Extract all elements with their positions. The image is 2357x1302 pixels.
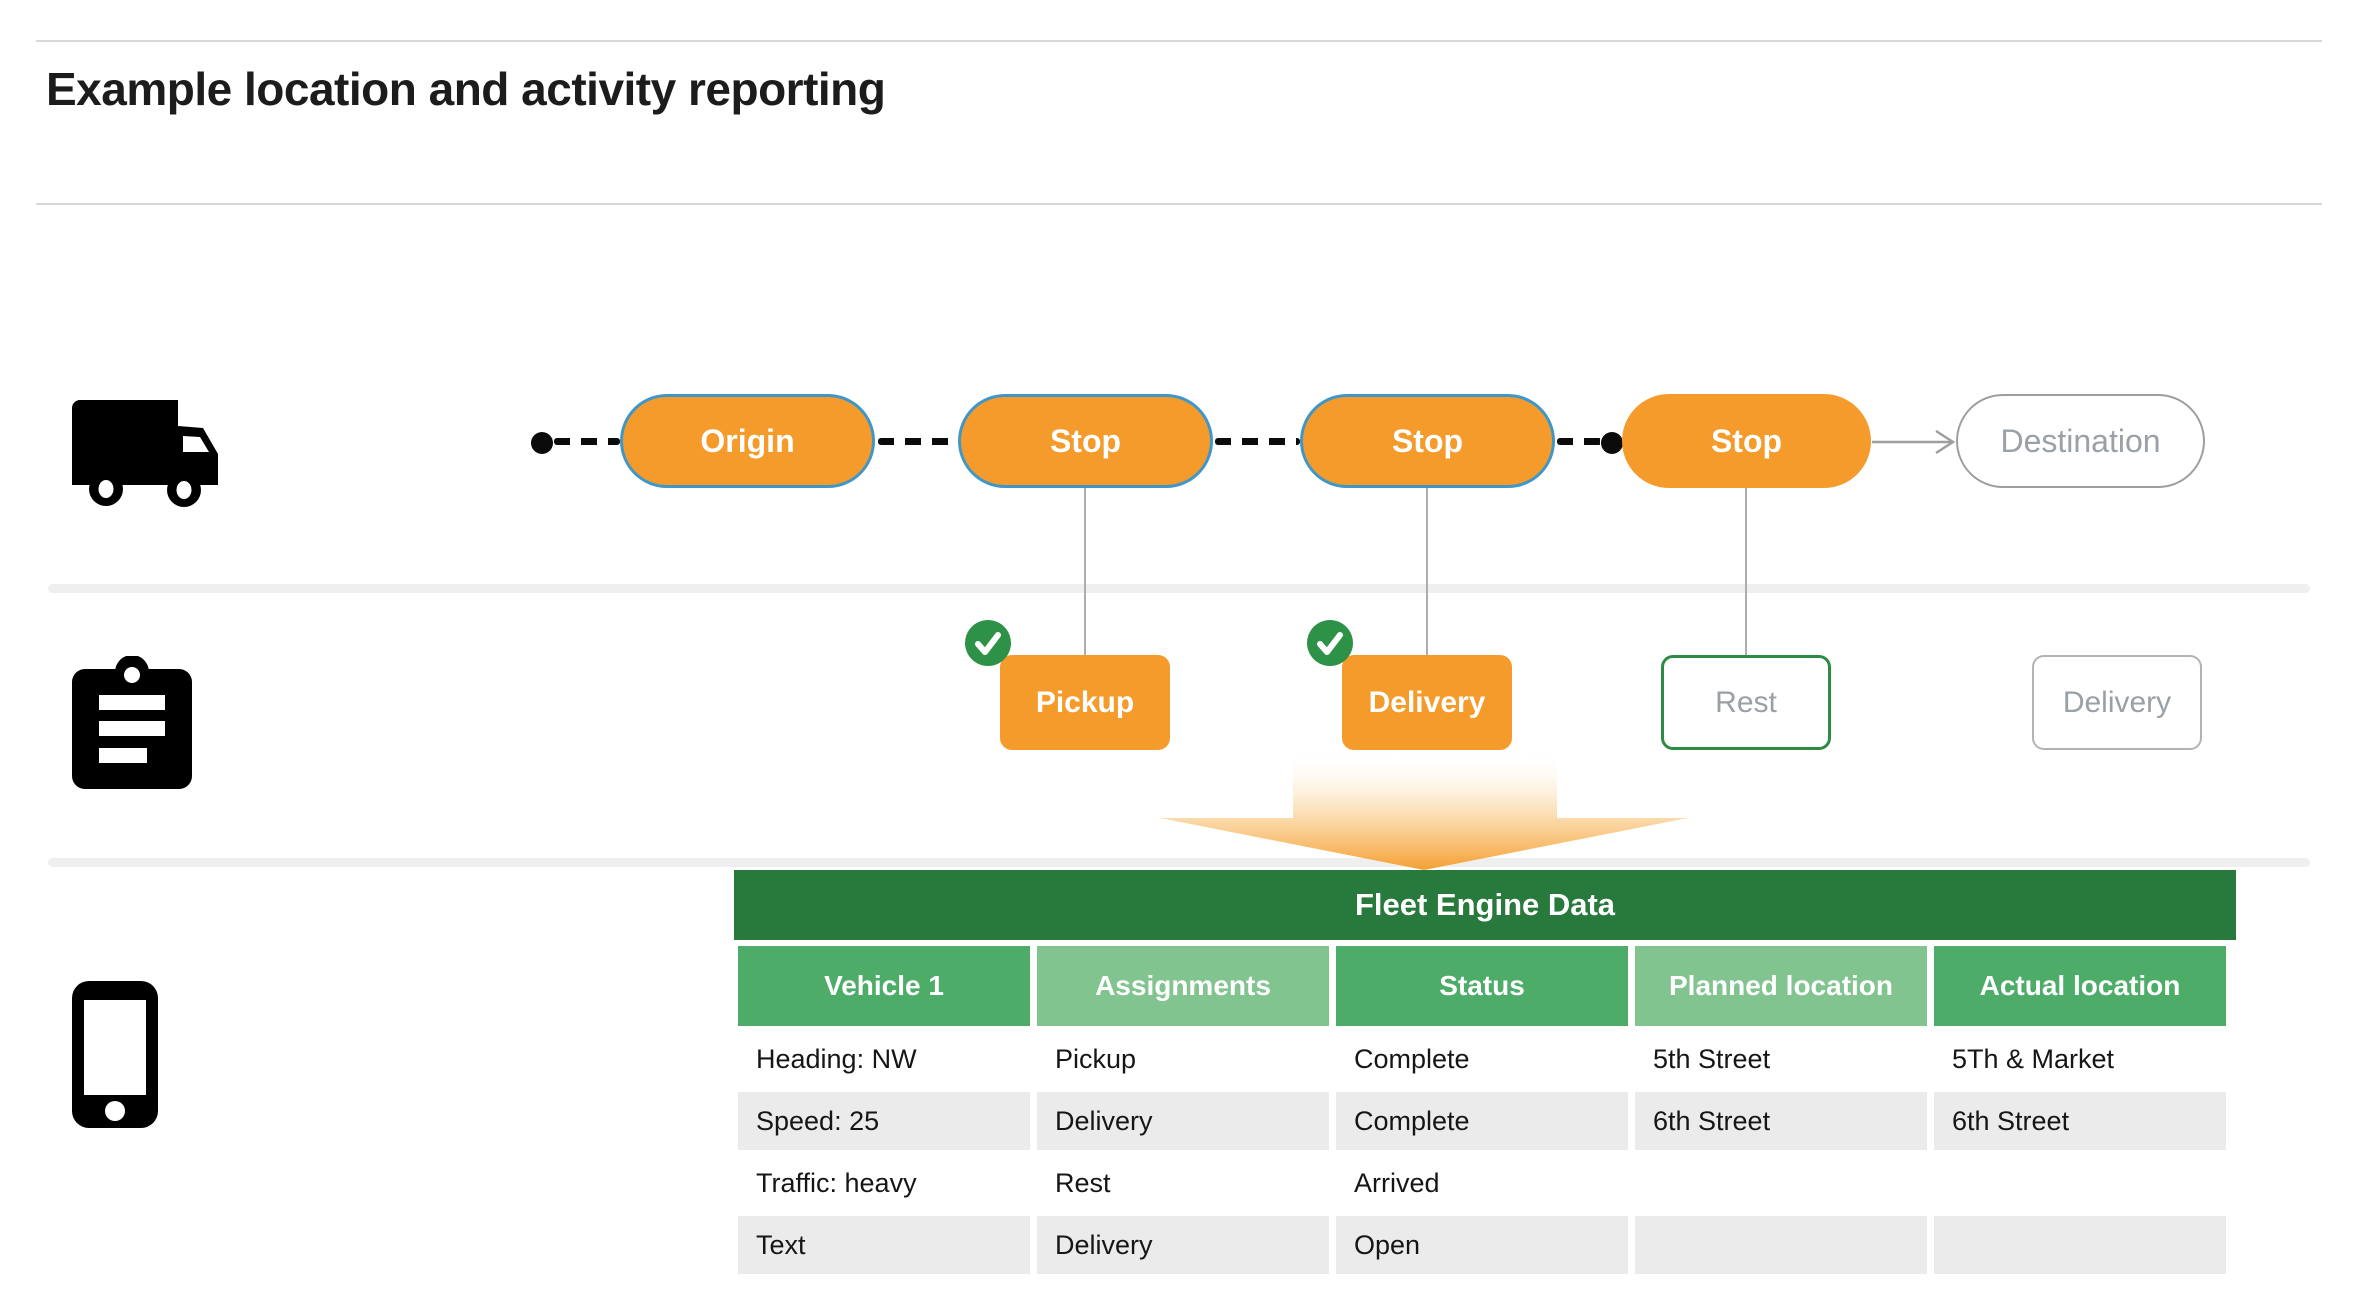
table-cell: 5th Street: [1635, 1030, 1927, 1088]
table-cell: 6th Street: [1635, 1092, 1927, 1150]
origin-pill: Origin: [620, 394, 875, 488]
activity-label: Rest: [1715, 685, 1777, 719]
column-header-status: Status: [1336, 946, 1628, 1026]
stop-pill-label: Stop: [1391, 422, 1464, 459]
table-cell: Complete: [1336, 1030, 1628, 1088]
column-header-vehicle: Vehicle 1: [738, 946, 1030, 1026]
section-divider: [48, 584, 2310, 593]
table-cell: Complete: [1336, 1092, 1628, 1150]
destination-pill: Destination: [1956, 394, 2205, 488]
truck-icon: [72, 400, 218, 507]
activity-box-pickup: Pickup: [1000, 655, 1170, 750]
table-cell: Pickup: [1037, 1030, 1329, 1088]
table-cell: Delivery: [1037, 1216, 1329, 1274]
connector-line: [1084, 488, 1086, 655]
activity-label: Delivery: [2062, 685, 2172, 719]
table-title: Fleet Engine Data: [1354, 887, 1616, 922]
top-divider: [36, 40, 2322, 42]
activity-label: Delivery: [1368, 685, 1486, 719]
phone-icon: [72, 981, 158, 1128]
connector-line: [1426, 488, 1428, 655]
table-cell: Arrived: [1336, 1154, 1628, 1212]
table-cell: Rest: [1037, 1154, 1329, 1212]
data-flow-arrow: [1160, 750, 1688, 870]
table-cell: Traffic: heavy: [738, 1154, 1030, 1212]
route-dashed-segment: [554, 438, 620, 445]
table-cell: 5Th & Market: [1934, 1030, 2226, 1088]
route-dashed-segment: [1215, 438, 1300, 445]
table-cell: Delivery: [1037, 1092, 1329, 1150]
table-cell: Heading: NW: [738, 1030, 1030, 1088]
section-divider: [48, 858, 2310, 867]
clipboard-icon: [72, 656, 192, 789]
table-cell: [1934, 1154, 2226, 1212]
stop-pill-label: Stop: [1049, 422, 1122, 459]
stop-pill-label: Stop: [1710, 422, 1783, 459]
origin-pill-label: Origin: [700, 422, 795, 459]
table-cell: Open: [1336, 1216, 1628, 1274]
fleet-data-table: Vehicle 1 Assignments Status Planned loc…: [738, 946, 2226, 1274]
table-cell: Speed: 25: [738, 1092, 1030, 1150]
stop-pill-1: Stop: [958, 394, 1213, 488]
column-header-assignments: Assignments: [1037, 946, 1329, 1026]
connector-line: [1745, 488, 1747, 655]
destination-pill-label: Destination: [2000, 422, 2161, 459]
table-cell: [1635, 1216, 1927, 1274]
table-cell: Text: [738, 1216, 1030, 1274]
table-cell: 6th Street: [1934, 1092, 2226, 1150]
header-divider: [36, 203, 2322, 205]
column-header-actual-location: Actual location: [1934, 946, 2226, 1026]
table-title-bar: Fleet Engine Data: [734, 870, 2236, 940]
check-icon: [965, 620, 1011, 666]
page-title: Example location and activity reporting: [46, 63, 886, 115]
route-dashed-segment: [878, 438, 958, 445]
column-header-planned-location: Planned location: [1635, 946, 1927, 1026]
destination-arrow: [1872, 429, 1956, 455]
route-current-dot: [1601, 432, 1623, 454]
table-cell: [1635, 1154, 1927, 1212]
check-icon: [1307, 620, 1353, 666]
table-cell: [1934, 1216, 2226, 1274]
activity-label: Pickup: [1035, 685, 1135, 719]
stop-pill-2: Stop: [1300, 394, 1555, 488]
stop-pill-3: Stop: [1622, 394, 1871, 488]
activity-box-rest: Rest: [1661, 655, 1831, 750]
route-start-dot: [531, 432, 553, 454]
activity-box-delivery-upcoming: Delivery: [2032, 655, 2202, 750]
activity-box-delivery: Delivery: [1342, 655, 1512, 750]
route-dashed-segment: [1557, 438, 1602, 445]
